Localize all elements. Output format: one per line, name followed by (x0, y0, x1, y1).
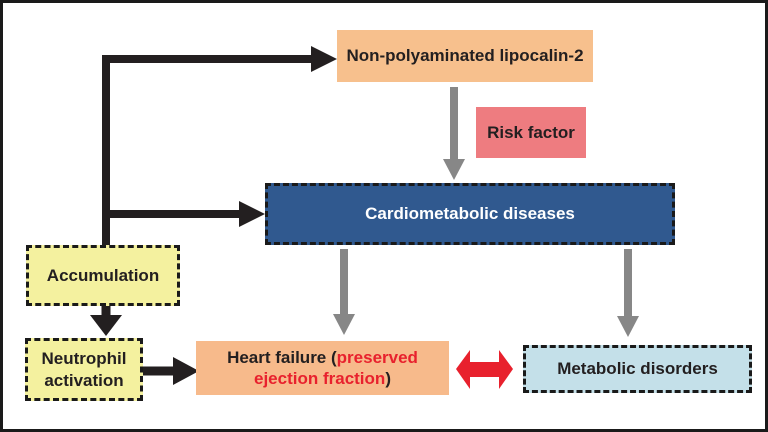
black-arrow-neutrophil-to-heart-failure (143, 357, 199, 385)
node-label: Metabolic disorders (557, 359, 718, 379)
gray-arrow-cardiometabolic-to-heart-failure (333, 249, 355, 335)
black-arrow-to-lipocalin (102, 46, 337, 247)
node-heart-failure-hfpef: Heart failure (preserved ejection fracti… (196, 341, 449, 395)
node-neutrophil-activation: Neutrophil activation (25, 338, 143, 401)
gray-arrow-lipocalin-to-cardiometabolic (443, 87, 465, 180)
node-label: Accumulation (46, 265, 160, 285)
gray-arrow-cardiometabolic-to-metabolic (617, 249, 639, 337)
heart-failure-suffix: ) (385, 369, 391, 388)
node-label: Heart failure (preserved ejection fracti… (202, 347, 443, 390)
node-cardiometabolic-diseases: Cardiometabolic diseases (265, 183, 675, 245)
heart-failure-highlight: preserved ejection fraction (254, 347, 418, 388)
node-non-polyaminated-lipocalin-2: Non-polyaminated lipocalin-2 (337, 30, 593, 82)
connector-arrow-layer (90, 46, 639, 389)
node-label: Risk factor (487, 122, 575, 142)
heart-failure-prefix: Heart failure ( (227, 347, 337, 367)
black-arrow-to-cardiometabolic (106, 201, 265, 227)
node-label: Non-polyaminated lipocalin-2 (346, 46, 584, 66)
node-accumulation: Accumulation (26, 245, 180, 306)
node-metabolic-disorders: Metabolic disorders (523, 345, 752, 393)
node-label: Cardiometabolic diseases (365, 204, 575, 224)
black-arrow-accumulation-to-neutrophil (90, 306, 122, 336)
node-risk-factor: Risk factor (476, 107, 586, 158)
red-double-arrow-heart-failure-metabolic (456, 350, 513, 389)
node-label: Neutrophil activation (41, 349, 127, 390)
